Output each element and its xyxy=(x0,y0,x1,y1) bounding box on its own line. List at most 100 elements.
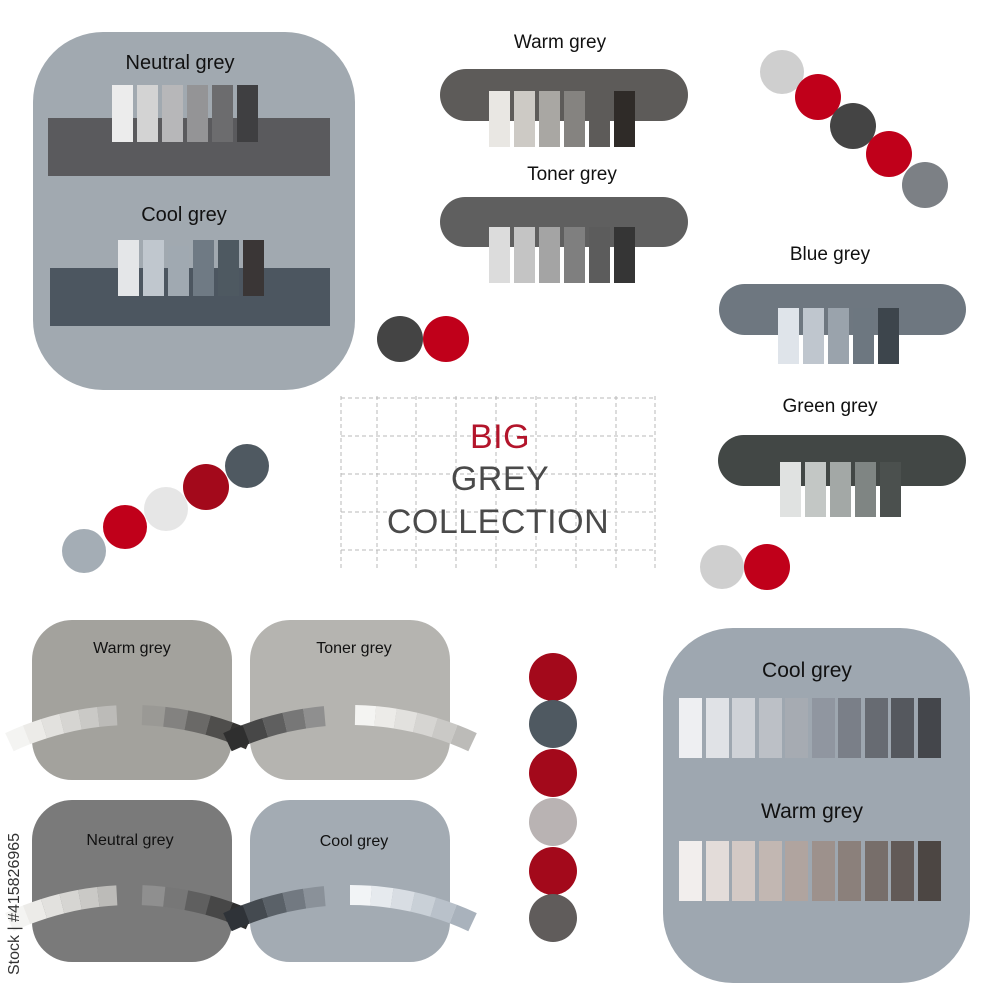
br-warm-grey-swatch xyxy=(811,841,835,901)
color-dot xyxy=(103,505,147,549)
br-cool-grey-swatch xyxy=(705,698,729,758)
neutral-grey-card-label: Neutral grey xyxy=(86,832,174,849)
warm-grey-arc-swatch xyxy=(40,713,65,739)
warm-grey-swatch xyxy=(489,91,510,147)
br-cool-grey-swatch xyxy=(811,698,835,758)
blue-grey-swatch xyxy=(828,308,849,364)
cool-grey-swatch xyxy=(143,240,164,296)
color-dot xyxy=(529,653,577,701)
br-cool-grey-swatch xyxy=(838,698,861,758)
toner-grey-arc-swatch xyxy=(354,705,377,727)
toner-grey-arc-swatch xyxy=(412,712,438,738)
cool-grey-arc-swatch xyxy=(350,885,372,906)
toner-grey-swatch xyxy=(589,227,610,283)
green-grey-swatch xyxy=(780,462,801,517)
color-dot xyxy=(183,464,229,510)
br-warm-grey-swatch xyxy=(785,841,808,901)
warm-grey-swatch xyxy=(614,91,635,147)
toner-grey-arc-swatch xyxy=(262,712,288,738)
neutral-grey-swatch xyxy=(137,85,158,142)
warm-grey-swatch xyxy=(514,91,535,147)
warm-grey-arc-swatch xyxy=(5,725,31,752)
cool-grey-arc-swatch xyxy=(242,898,269,924)
br-warm-grey-swatch xyxy=(917,841,941,901)
cool-grey-swatch xyxy=(168,246,189,296)
toner-grey-arc-swatch xyxy=(374,706,397,729)
color-dot xyxy=(744,544,790,590)
neutral-grey-swatch xyxy=(212,85,233,142)
neutral-grey-swatch xyxy=(237,85,258,142)
br-cool-grey-swatch xyxy=(679,698,702,758)
br-warm-grey-swatch xyxy=(864,841,888,901)
neutral-grey-arc-swatch xyxy=(163,886,189,910)
toner-grey-arc-swatch xyxy=(431,718,458,744)
color-dot xyxy=(529,894,577,942)
cool-grey-swatch xyxy=(218,240,239,296)
toner-grey-arc-swatch xyxy=(242,718,269,744)
cool-grey-arc-swatch xyxy=(303,886,326,909)
blue-grey-swatch xyxy=(778,308,799,364)
toner-grey-arc-swatch xyxy=(393,708,418,733)
br-warm-grey-swatch xyxy=(758,841,782,901)
toner-grey-swatch xyxy=(489,227,510,283)
br-cool-grey-swatch xyxy=(891,698,914,758)
blue-grey-bar-label: Blue grey xyxy=(789,244,871,265)
neutral-grey-swatch xyxy=(112,85,133,142)
toner-grey-swatch xyxy=(564,227,585,283)
toner-grey-card-label: Toner grey xyxy=(316,640,392,657)
warm-grey-swatch xyxy=(589,91,610,147)
title-line-grey: GREY xyxy=(450,460,550,498)
cool-grey-arc-swatch xyxy=(430,897,457,924)
neutral-grey-arc-swatch xyxy=(184,890,211,915)
green-grey-swatch xyxy=(830,462,851,517)
br-cool-grey-swatch xyxy=(758,698,782,758)
green-grey-bar-label: Green grey xyxy=(782,396,878,417)
br-warm-grey-swatch xyxy=(732,841,755,901)
color-dot xyxy=(529,798,577,846)
cool-grey-arc-swatch xyxy=(223,904,250,932)
cool-grey-arc-swatch xyxy=(390,888,415,912)
neutral-grey-arc-swatch xyxy=(40,893,65,919)
green-grey-swatch xyxy=(880,462,901,517)
warm-grey-card xyxy=(32,620,232,780)
warm-grey-card-label: Warm grey xyxy=(93,640,171,657)
cool-grey-arc-swatch xyxy=(449,904,477,932)
cool-grey-arc-swatch xyxy=(370,885,394,908)
color-dot xyxy=(423,316,469,362)
br-cool-grey-swatch xyxy=(864,698,888,758)
neutral-grey-card xyxy=(32,800,232,962)
bottom-right-warm-label: Warm grey xyxy=(761,800,863,823)
cool-grey-swatch xyxy=(243,240,264,296)
warm-grey-arc-swatch xyxy=(59,709,82,734)
bottom-right-card xyxy=(663,628,970,983)
toner-grey-swatch xyxy=(614,227,635,283)
cool-grey-swatch xyxy=(193,240,214,296)
warm-grey-arc-swatch xyxy=(97,705,118,727)
green-grey-swatch xyxy=(855,462,876,517)
neutral-grey-arc-swatch xyxy=(97,885,118,907)
color-dot xyxy=(700,545,744,589)
warm-grey-swatch xyxy=(539,91,560,147)
cool-grey-arc-swatch xyxy=(282,888,307,913)
toner-grey-card xyxy=(250,620,450,780)
warm-grey-arc-swatch xyxy=(141,705,166,727)
cool-grey-base xyxy=(50,268,330,326)
color-dot xyxy=(529,700,577,748)
color-dot xyxy=(62,529,106,573)
neutral-grey-swatch xyxy=(187,85,208,142)
br-warm-grey-swatch xyxy=(838,841,861,901)
toner-grey-arc-swatch xyxy=(450,724,477,752)
neutral-grey-arc-swatch xyxy=(22,899,48,925)
cool-grey-arc-swatch xyxy=(262,892,288,918)
toner-grey-bar-label: Toner grey xyxy=(527,164,617,185)
color-dot xyxy=(529,749,577,797)
br-cool-grey-swatch xyxy=(785,698,808,758)
br-warm-grey-swatch xyxy=(679,841,702,901)
stock-id: Stock | #415826965 xyxy=(6,832,23,975)
blue-grey-swatch xyxy=(878,308,899,364)
warm-grey-bar-label: Warm grey xyxy=(513,32,607,53)
neutral-grey-label: Neutral grey xyxy=(125,52,235,74)
neutral-grey-arc-swatch xyxy=(59,889,82,914)
